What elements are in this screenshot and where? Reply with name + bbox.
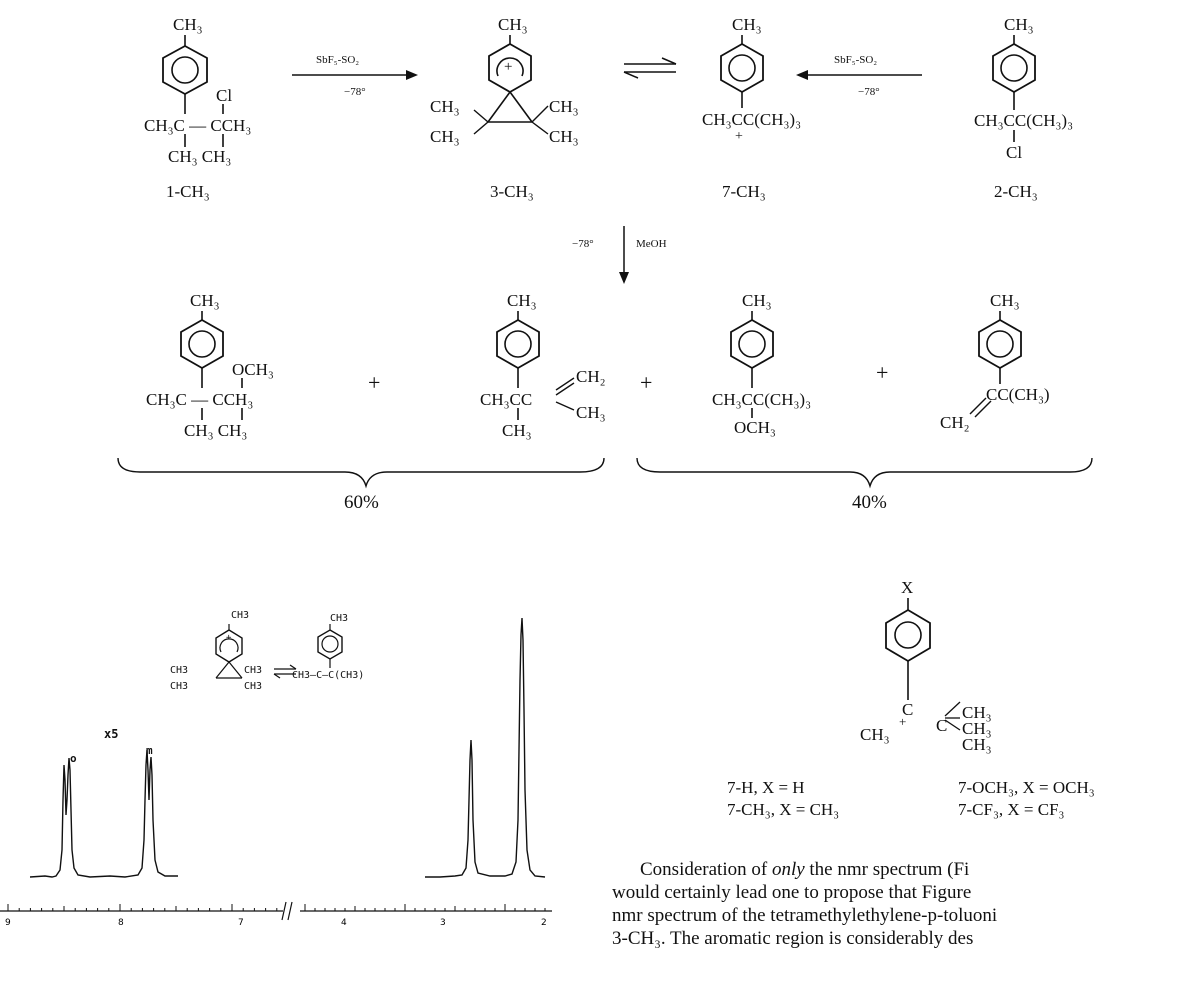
chemical-shift-axis [0,901,552,921]
plus-sign: + [640,370,653,395]
paragraph-line: 3-CH₃. The aromatic region is considerab… [612,928,974,949]
plus-sign: + [876,360,889,385]
benzene-ring [720,35,764,108]
benzene-ring [885,598,961,731]
structure-1-ch3: CH₃ Cl CH₃C — CCH₃ CH₃ CH₃ 1-CH₃ [130,6,280,216]
benzene-ring [162,35,224,147]
derivative-item: 7-H, X = H [727,778,805,797]
axis-tick-label: 7 [238,918,244,928]
axis-tick-label: 4 [341,918,347,928]
yield-group-2: 40% [852,492,887,513]
benzene-ring [730,311,774,418]
peak-label-ortho: o [70,752,77,765]
derivative-item: 7-CH₃, X = CH₃ [727,800,840,819]
product-braces [117,457,1093,489]
spiro-cation-ring [473,35,549,135]
axis-tick-label: 8 [118,918,124,928]
aromatic-trace [29,749,178,878]
aliphatic-trace [425,617,546,878]
benzene-ring [992,35,1036,142]
axis-tick-label: 9 [5,918,11,928]
equilibrium-arrows-icon [623,57,677,79]
benzene-ring [969,311,1022,418]
paragraph-line: would certainly lead one to propose that… [612,882,972,903]
product-3: CH₃ CH₃CC(CH₃)₃ OCH₃ [700,292,860,452]
product-4: CH₃ CC(CH₃) CH₂ [930,292,1090,452]
axis-tick-label: 3 [440,918,446,928]
paragraph-line: nmr spectrum of the tetramethylethylene-… [612,905,998,926]
inset-benzene-ring [317,624,343,668]
paragraph-line: Consideration of only the nmr spectrum (… [640,859,970,880]
structure-7-ch3: CH₃ CH₃CC(CH₃)₃ + 7-CH₃ [690,6,840,216]
plus-sign: + [368,370,381,395]
arrow-right-icon [292,70,418,80]
axis-tick-label: 2 [541,918,547,928]
inset-equilibrium-icon [273,664,297,679]
yield-group-1: 60% [344,492,379,513]
peak-label-meta: m [146,744,153,757]
scale-label: x5 [104,727,119,741]
product-1: CH₃ OCH₃ CH₃C — CCH₃ CH₃ CH₃ [146,292,310,452]
inset-spiro-ring [215,624,243,679]
product-2: CH₃ CH₂ CH₃CC CH₃ CH₃ [440,292,610,452]
derivative-item: 7-CF₃, X = CF₃ [958,800,1065,819]
benzene-ring [496,311,575,420]
structure-2-ch3: CH₃ CH₃CC(CH₃)₃ Cl 2-CH₃ [962,6,1112,216]
structure-3-ch3: CH₃ + CH₃ CH₃ CH₃ CH₃ 3-CH₃ [426,6,596,216]
arrow-left-icon [796,70,922,80]
nmr-spectrum: 9 8 7 4 3 2 [0,617,552,928]
derivative-item: 7-OCH₃, X = OCH₃ [958,778,1095,797]
arrow-down-icon [619,226,629,284]
benzene-ring [180,311,243,420]
